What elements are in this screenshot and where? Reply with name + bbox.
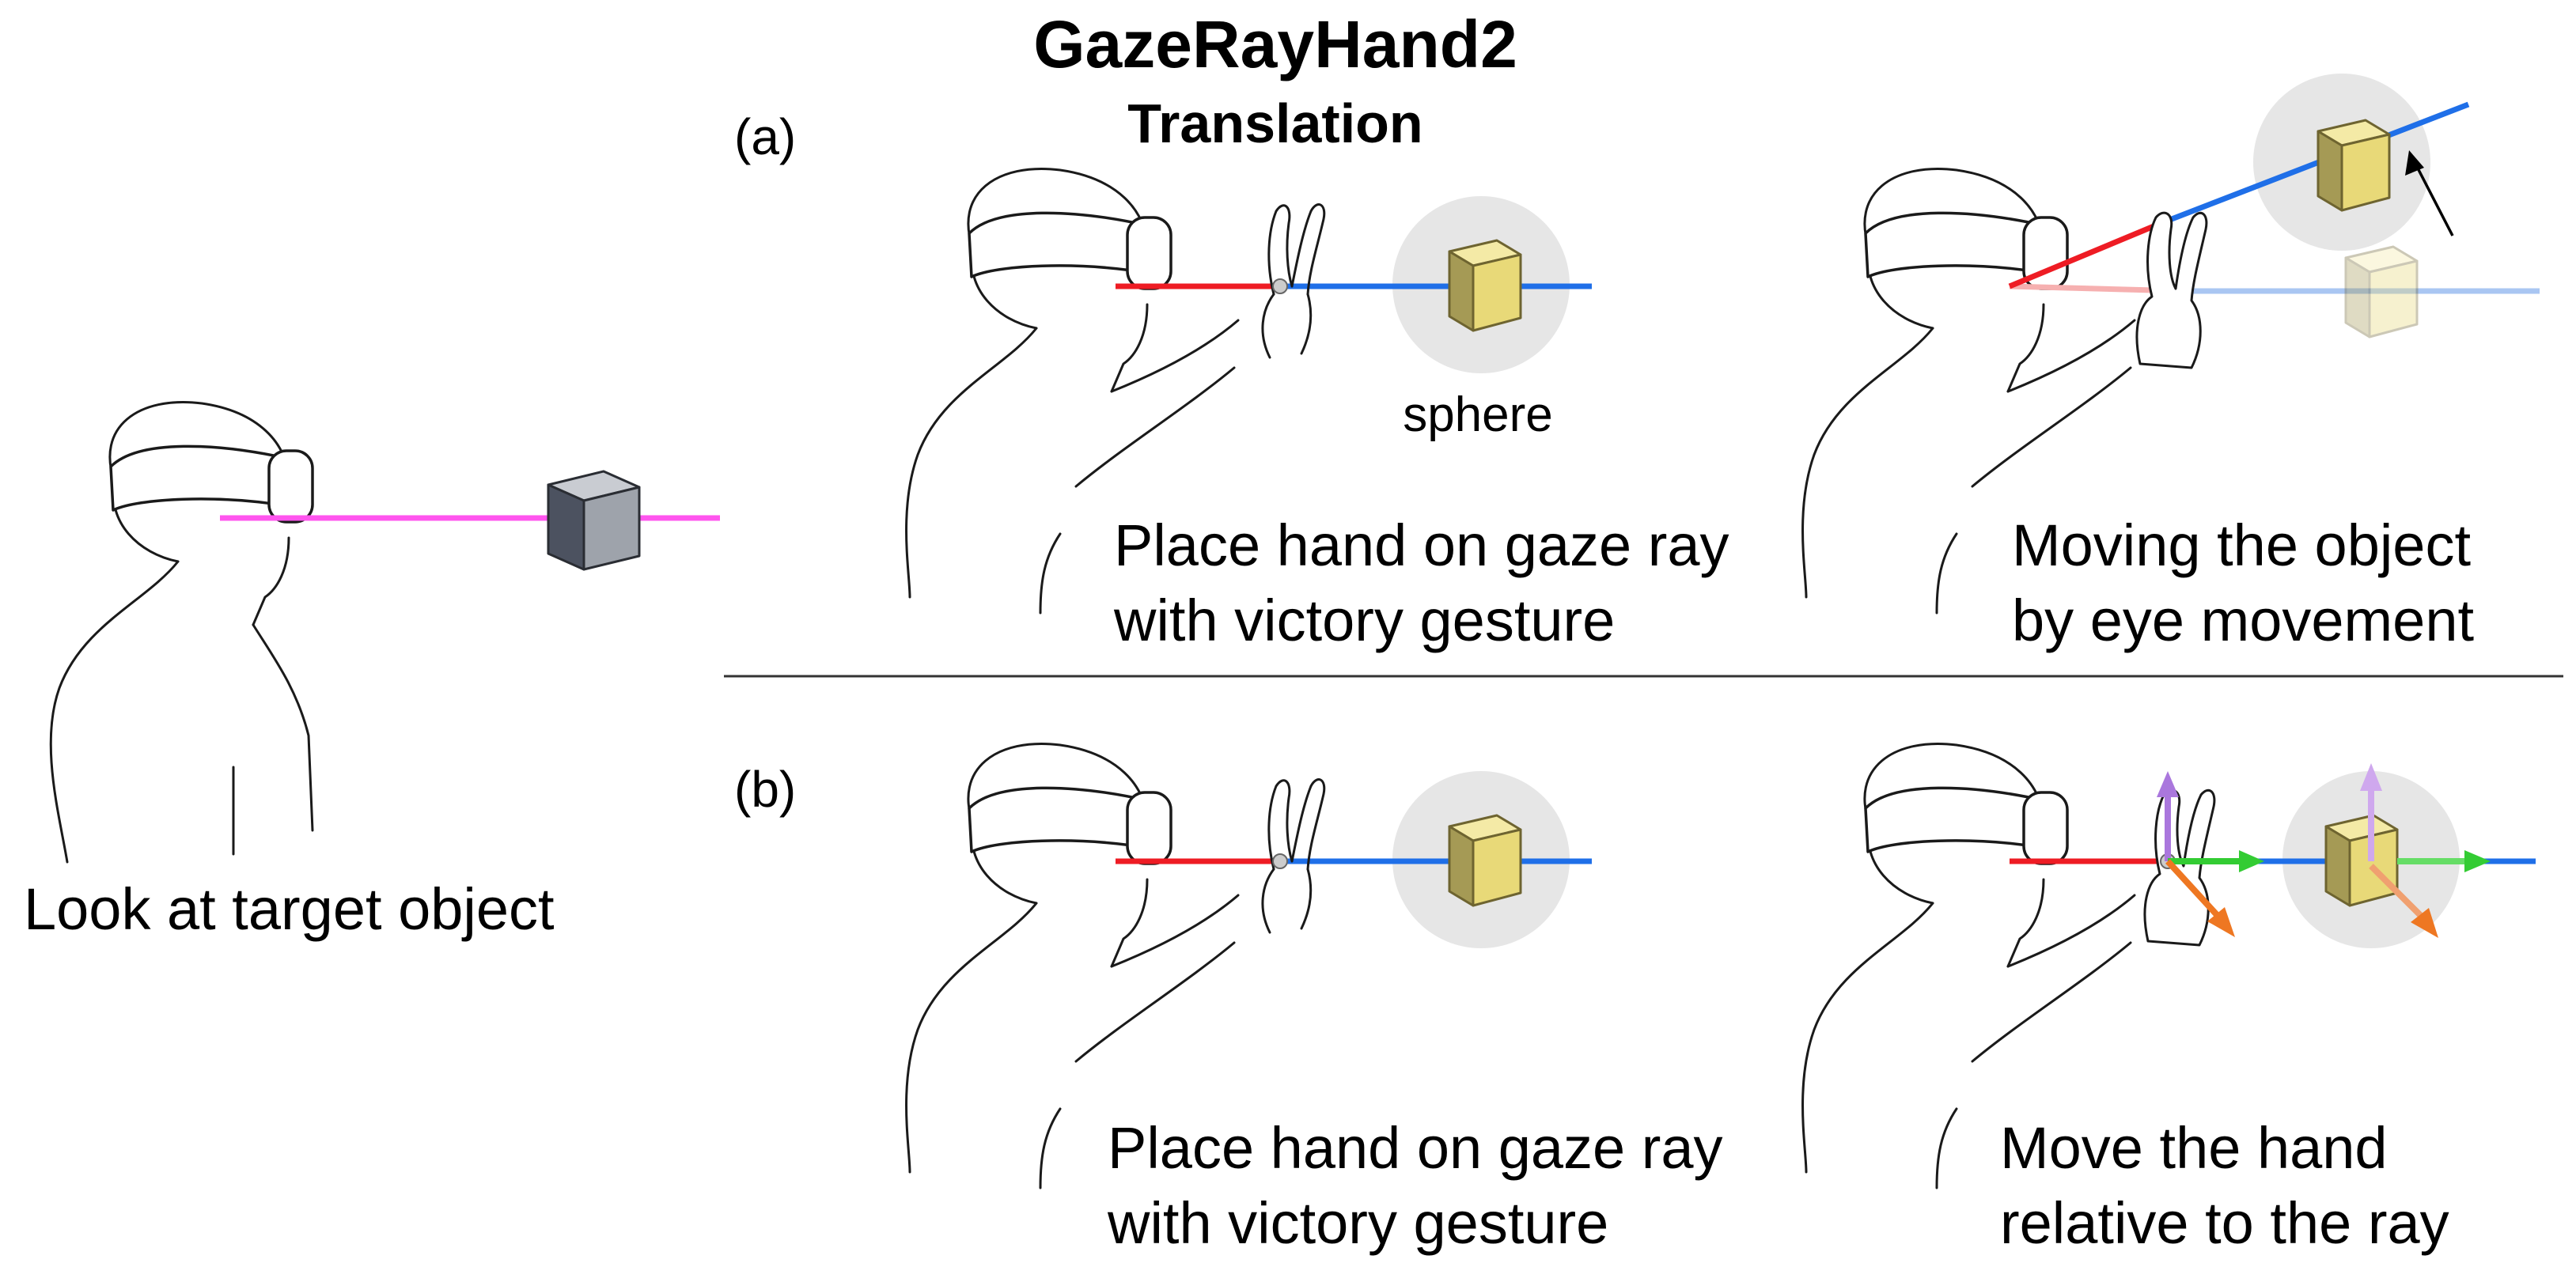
victory-hand-icon (1261, 203, 1326, 359)
ray-hand-contact-point (1272, 278, 1288, 294)
cube-icon (547, 470, 641, 571)
motion-arrow-head (2405, 150, 2424, 176)
axis-arrows-icon (2157, 771, 2264, 937)
head-with-headset-icon (49, 400, 314, 864)
axis-arrows-icon (2360, 763, 2491, 938)
cube-icon (2324, 814, 2399, 907)
victory-hand-icon (1261, 778, 1326, 934)
figure-title: GazeRayHand2 (1033, 7, 1517, 81)
panel-a-step2: Moving the object by eye movement (1801, 74, 2540, 653)
gaze-ray-extension (2160, 101, 2470, 226)
panel-a-step2-line1: Moving the object (2012, 512, 2471, 578)
panel-b-step2: Move the hand relative to the ray (1801, 742, 2536, 1256)
panel-a-label: (a) (734, 108, 796, 165)
panel-b-step1: Place hand on gaze ray with victory gest… (904, 742, 1723, 1256)
left-scene: Look at target object (24, 400, 720, 942)
panel-b-step1-line2: with victory gesture (1107, 1190, 1608, 1256)
cube-icon (2317, 119, 2391, 212)
cube-icon (1448, 814, 1522, 907)
panel-b-step2-line2: relative to the ray (2000, 1190, 2449, 1256)
victory-hand-icon (2135, 211, 2208, 369)
figure-subtitle: Translation (1127, 93, 1422, 154)
panel-a-step1: sphere Place hand on gaze ray with victo… (904, 167, 1729, 653)
panel-b-label: (b) (734, 761, 796, 818)
cube-icon (1448, 239, 1522, 332)
panel-b-step1-line1: Place hand on gaze ray (1108, 1115, 1723, 1181)
panel-b-step2-line1: Move the hand (2000, 1115, 2388, 1181)
ray-hand-contact-point (1272, 853, 1288, 869)
sphere-label: sphere (1403, 388, 1553, 442)
gaze-ray-eye (2008, 220, 2163, 289)
left-caption: Look at target object (24, 876, 555, 942)
panel-a-step2-line2: by eye movement (2012, 588, 2474, 653)
previous-cube-icon (2344, 245, 2419, 338)
panel-a-step1-line1: Place hand on gaze ray (1114, 512, 1729, 578)
panel-a-step1-line2: with victory gesture (1113, 588, 1615, 653)
victory-hand-icon (2143, 788, 2216, 947)
motion-arrow (2413, 161, 2454, 236)
